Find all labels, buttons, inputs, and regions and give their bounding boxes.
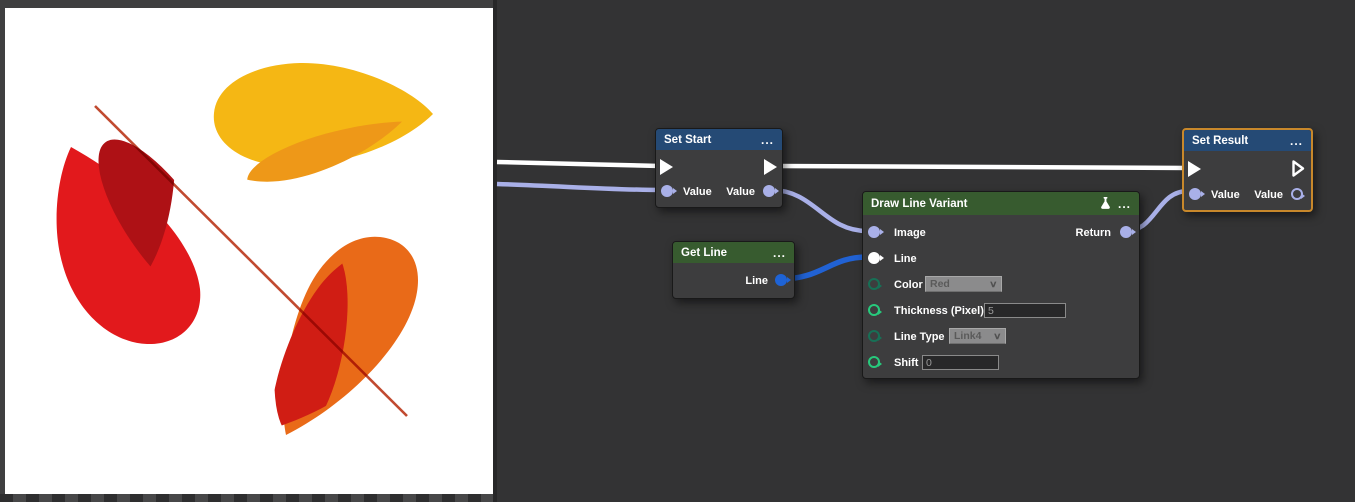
line-type-input-port[interactable] xyxy=(868,330,882,342)
node-draw-line-variant[interactable]: Draw Line Variant ... Image Return Line … xyxy=(862,191,1140,379)
value-output-port[interactable] xyxy=(1291,188,1305,200)
node-title: Get Line xyxy=(681,246,728,259)
node-set-start-header[interactable]: Set Start ... xyxy=(656,129,782,150)
color-dropdown-value: Red xyxy=(930,278,950,290)
line-type-dropdown[interactable]: Link4 ∨ xyxy=(949,328,1006,344)
chevron-down-icon: ∨ xyxy=(989,278,998,289)
node-menu-icon[interactable]: ... xyxy=(760,132,774,147)
node-set-start[interactable]: Set Start ... Value Value xyxy=(655,128,783,208)
flask-icon xyxy=(1099,196,1112,213)
node-title: Set Start xyxy=(664,133,712,146)
node-set-result-header[interactable]: Set Result ... xyxy=(1184,130,1311,151)
exec-input-port[interactable] xyxy=(660,159,673,175)
thickness-label: Thickness (Pixel) xyxy=(894,305,984,317)
node-draw-line-variant-header[interactable]: Draw Line Variant ... xyxy=(863,192,1139,215)
line-type-dropdown-value: Link4 xyxy=(954,330,982,342)
shift-label: Shift xyxy=(894,357,919,369)
exec-input-port[interactable] xyxy=(1188,161,1201,177)
image-input-port[interactable] xyxy=(868,226,884,238)
line-output-label: Line xyxy=(745,275,768,287)
line-type-label: Line Type xyxy=(894,331,945,343)
exec-output-port[interactable] xyxy=(1291,159,1306,183)
return-output-label: Return xyxy=(1075,227,1111,239)
node-set-result[interactable]: Set Result ... Value Value xyxy=(1182,128,1313,212)
shift-input-port[interactable] xyxy=(868,356,882,368)
node-menu-icon[interactable]: ... xyxy=(1289,133,1303,148)
chevron-down-icon: ∨ xyxy=(993,330,1002,341)
panel-seam xyxy=(493,0,498,502)
node-get-line[interactable]: Get Line ... Line xyxy=(672,241,795,299)
canvas-image xyxy=(5,8,493,494)
checker-strip xyxy=(0,494,493,502)
image-preview-panel xyxy=(0,0,497,502)
node-get-line-header[interactable]: Get Line ... xyxy=(673,242,794,263)
shift-field[interactable] xyxy=(922,355,999,370)
color-input-port[interactable] xyxy=(868,278,882,290)
value-output-label: Value xyxy=(1254,189,1283,201)
thickness-input-port[interactable] xyxy=(868,304,882,316)
line-input-label: Line xyxy=(894,253,917,265)
value-input-label: Value xyxy=(683,186,712,198)
red-shape xyxy=(56,147,201,345)
diagonal-line xyxy=(94,105,408,417)
value-output-label: Value xyxy=(726,186,755,198)
node-menu-icon[interactable]: ... xyxy=(1117,196,1131,211)
return-output-port[interactable] xyxy=(1120,226,1136,238)
color-label: Color xyxy=(894,279,923,291)
value-input-label: Value xyxy=(1211,189,1240,201)
color-dropdown[interactable]: Red ∨ xyxy=(925,276,1002,292)
node-menu-icon[interactable]: ... xyxy=(772,245,786,260)
preview-drawing xyxy=(56,62,433,438)
line-input-port[interactable] xyxy=(868,252,884,264)
node-title: Set Result xyxy=(1192,134,1249,147)
exec-output-port[interactable] xyxy=(764,159,777,175)
line-output-port[interactable] xyxy=(775,274,791,286)
value-output-port[interactable] xyxy=(763,185,779,197)
thickness-field[interactable] xyxy=(984,303,1066,318)
value-input-port[interactable] xyxy=(661,185,677,197)
node-title: Draw Line Variant xyxy=(871,197,968,210)
image-input-label: Image xyxy=(894,227,926,239)
value-input-port[interactable] xyxy=(1189,188,1205,200)
